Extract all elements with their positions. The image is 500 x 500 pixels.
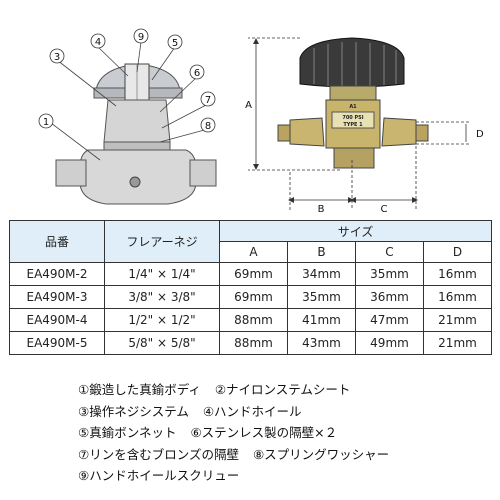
cell-flare: 3/8" × 3/8" <box>104 285 220 309</box>
table-row: EA490M-3 3/8" × 3/8" 69mm 35mm 36mm 16mm <box>9 285 493 309</box>
cell-d: 21mm <box>422 331 493 355</box>
cell-c: 36mm <box>355 285 424 309</box>
header-size-c: C <box>355 241 424 263</box>
cell-a: 88mm <box>219 308 288 332</box>
cell-model: EA490M-3 <box>9 285 105 309</box>
cell-b: 43mm <box>287 331 356 355</box>
callout-9: 9 <box>138 32 144 43</box>
cell-b: 35mm <box>287 285 356 309</box>
callout-1: 1 <box>43 117 49 128</box>
legend-line: ⑤真鍮ボンネット ⑥ステンレス製の隔壁×２ <box>78 422 478 444</box>
cell-b: 34mm <box>287 262 356 286</box>
cell-c: 47mm <box>355 308 424 332</box>
spec-table: 品番 フレアーネジ サイズ A B C D EA490M-2 1/4" × 1/… <box>9 220 493 355</box>
cell-a: 88mm <box>219 331 288 355</box>
legend-item: ①鍛造した真鍮ボディ <box>78 382 201 397</box>
legend-item: ②ナイロンステムシート <box>214 382 351 397</box>
legend-line: ⑨ハンドホイールスクリュー <box>78 465 478 487</box>
cell-model: EA490M-2 <box>9 262 105 286</box>
callout-3: 3 <box>54 52 60 63</box>
legend-line: ⑦リンを含むブロンズの隔壁 ⑧スプリングワッシャー <box>78 444 478 466</box>
callout-7: 7 <box>205 95 211 106</box>
legend-item: ⑦リンを含むブロンズの隔壁 <box>78 446 239 462</box>
legend-item: ④ハンドホイール <box>202 403 302 419</box>
legend-item: ⑥ステンレス製の隔壁×２ <box>190 425 338 440</box>
cell-flare: 1/4" × 1/4" <box>104 262 220 286</box>
diagrams: 4 9 3 5 6 7 1 8 700 PSI TYPE 1 A1 <box>38 28 484 215</box>
header-size-b: B <box>287 241 356 263</box>
exterior-diagram: 700 PSI TYPE 1 A1 <box>245 37 484 215</box>
legend-item: ⑧スプリングワッシャー <box>252 446 390 462</box>
header-flare: フレアーネジ <box>104 220 220 263</box>
cell-d: 16mm <box>422 285 493 309</box>
header-model: 品番 <box>9 220 105 263</box>
cell-model: EA490M-4 <box>9 308 105 332</box>
dim-label-d: D <box>476 129 484 140</box>
cell-model: EA490M-5 <box>9 331 105 355</box>
legend-item: ③操作ネジシステム <box>78 403 189 419</box>
legend-line: ①鍛造した真鍮ボディ ②ナイロンステムシート <box>78 379 478 401</box>
cell-a: 69mm <box>219 262 288 286</box>
cell-d: 16mm <box>422 262 493 286</box>
table-row: EA490M-2 1/4" × 1/4" 69mm 34mm 35mm 16mm <box>9 262 493 286</box>
cell-a: 69mm <box>219 285 288 309</box>
cell-d: 21mm <box>422 308 493 332</box>
callout-8: 8 <box>205 121 211 132</box>
dim-label-c: C <box>381 204 388 215</box>
cell-flare: 5/8" × 5/8" <box>104 331 220 355</box>
header-size-a: A <box>219 241 288 263</box>
dim-label-a: A <box>245 100 252 111</box>
dim-label-b: B <box>318 204 325 215</box>
table-row: EA490M-4 1/2" × 1/2" 88mm 41mm 47mm 21mm <box>9 308 493 332</box>
legend-line: ③操作ネジシステム ④ハンドホイール <box>78 401 478 423</box>
cell-c: 49mm <box>355 331 424 355</box>
svg-text:A1: A1 <box>349 104 357 110</box>
svg-text:700 PSI: 700 PSI <box>342 115 363 121</box>
callout-6: 6 <box>194 68 200 79</box>
cell-flare: 1/2" × 1/2" <box>104 308 220 332</box>
callout-5: 5 <box>172 38 178 49</box>
legend-item: ⑤真鍮ボンネット <box>78 425 177 440</box>
cell-c: 35mm <box>355 262 424 286</box>
header-size: サイズ <box>218 220 493 242</box>
svg-text:TYPE 1: TYPE 1 <box>343 122 363 128</box>
table-row: EA490M-5 5/8" × 5/8" 88mm 43mm 49mm 21mm <box>9 331 493 355</box>
header-size-d: D <box>422 241 493 263</box>
legend-item: ⑨ハンドホイールスクリュー <box>78 468 240 483</box>
cross-section-diagram: 4 9 3 5 6 7 1 8 <box>38 28 217 205</box>
callout-4: 4 <box>95 37 101 48</box>
cell-b: 41mm <box>287 308 356 332</box>
